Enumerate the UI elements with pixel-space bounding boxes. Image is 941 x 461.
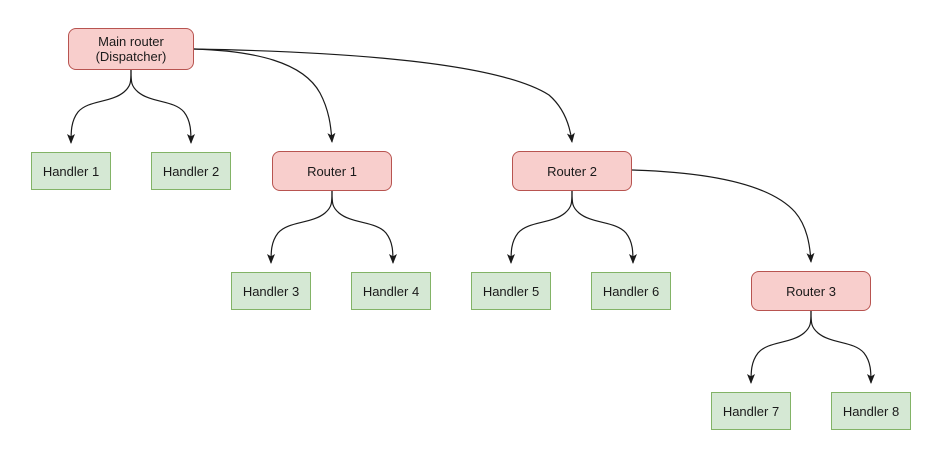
node-main-router[interactable]: Main router (Dispatcher) — [68, 28, 194, 70]
node-handler-6-label: Handler 6 — [602, 283, 660, 299]
node-router-2-label: Router 2 — [547, 163, 597, 179]
node-main-router-label: Main router (Dispatcher) — [95, 34, 167, 64]
node-router-1-label: Router 1 — [307, 163, 357, 179]
edge-router-1-to-handler-3 — [267, 190, 333, 264]
edge-main-to-handler-2 — [130, 69, 195, 144]
node-handler-2[interactable]: Handler 2 — [151, 152, 231, 190]
edge-router-2-to-handler-6 — [571, 190, 637, 264]
node-handler-7[interactable]: Handler 7 — [711, 392, 791, 430]
node-handler-4-label: Handler 4 — [362, 283, 420, 299]
node-router-2[interactable]: Router 2 — [512, 151, 632, 191]
edge-main-to-router-2 — [193, 48, 575, 143]
edge-router-2-to-router-3 — [631, 169, 815, 263]
edge-router-3-to-handler-8 — [810, 310, 875, 384]
node-handler-1[interactable]: Handler 1 — [31, 152, 111, 190]
node-handler-3[interactable]: Handler 3 — [231, 272, 311, 310]
edge-main-to-handler-1 — [67, 69, 132, 144]
node-handler-7-label: Handler 7 — [722, 403, 780, 419]
edge-router-2-to-handler-5 — [507, 190, 573, 264]
edge-router-1-to-handler-4 — [331, 190, 397, 264]
node-handler-3-label: Handler 3 — [242, 283, 300, 299]
node-router-3-label: Router 3 — [786, 283, 836, 299]
node-handler-1-label: Handler 1 — [42, 163, 100, 179]
node-handler-4[interactable]: Handler 4 — [351, 272, 431, 310]
edge-router-3-to-handler-7 — [747, 310, 812, 384]
node-handler-2-label: Handler 2 — [162, 163, 220, 179]
node-router-1[interactable]: Router 1 — [272, 151, 392, 191]
node-handler-8[interactable]: Handler 8 — [831, 392, 911, 430]
node-handler-5[interactable]: Handler 5 — [471, 272, 551, 310]
edge-main-to-router-1 — [193, 48, 336, 143]
node-handler-5-label: Handler 5 — [482, 283, 540, 299]
node-handler-8-label: Handler 8 — [842, 403, 900, 419]
node-router-3[interactable]: Router 3 — [751, 271, 871, 311]
node-handler-6[interactable]: Handler 6 — [591, 272, 671, 310]
